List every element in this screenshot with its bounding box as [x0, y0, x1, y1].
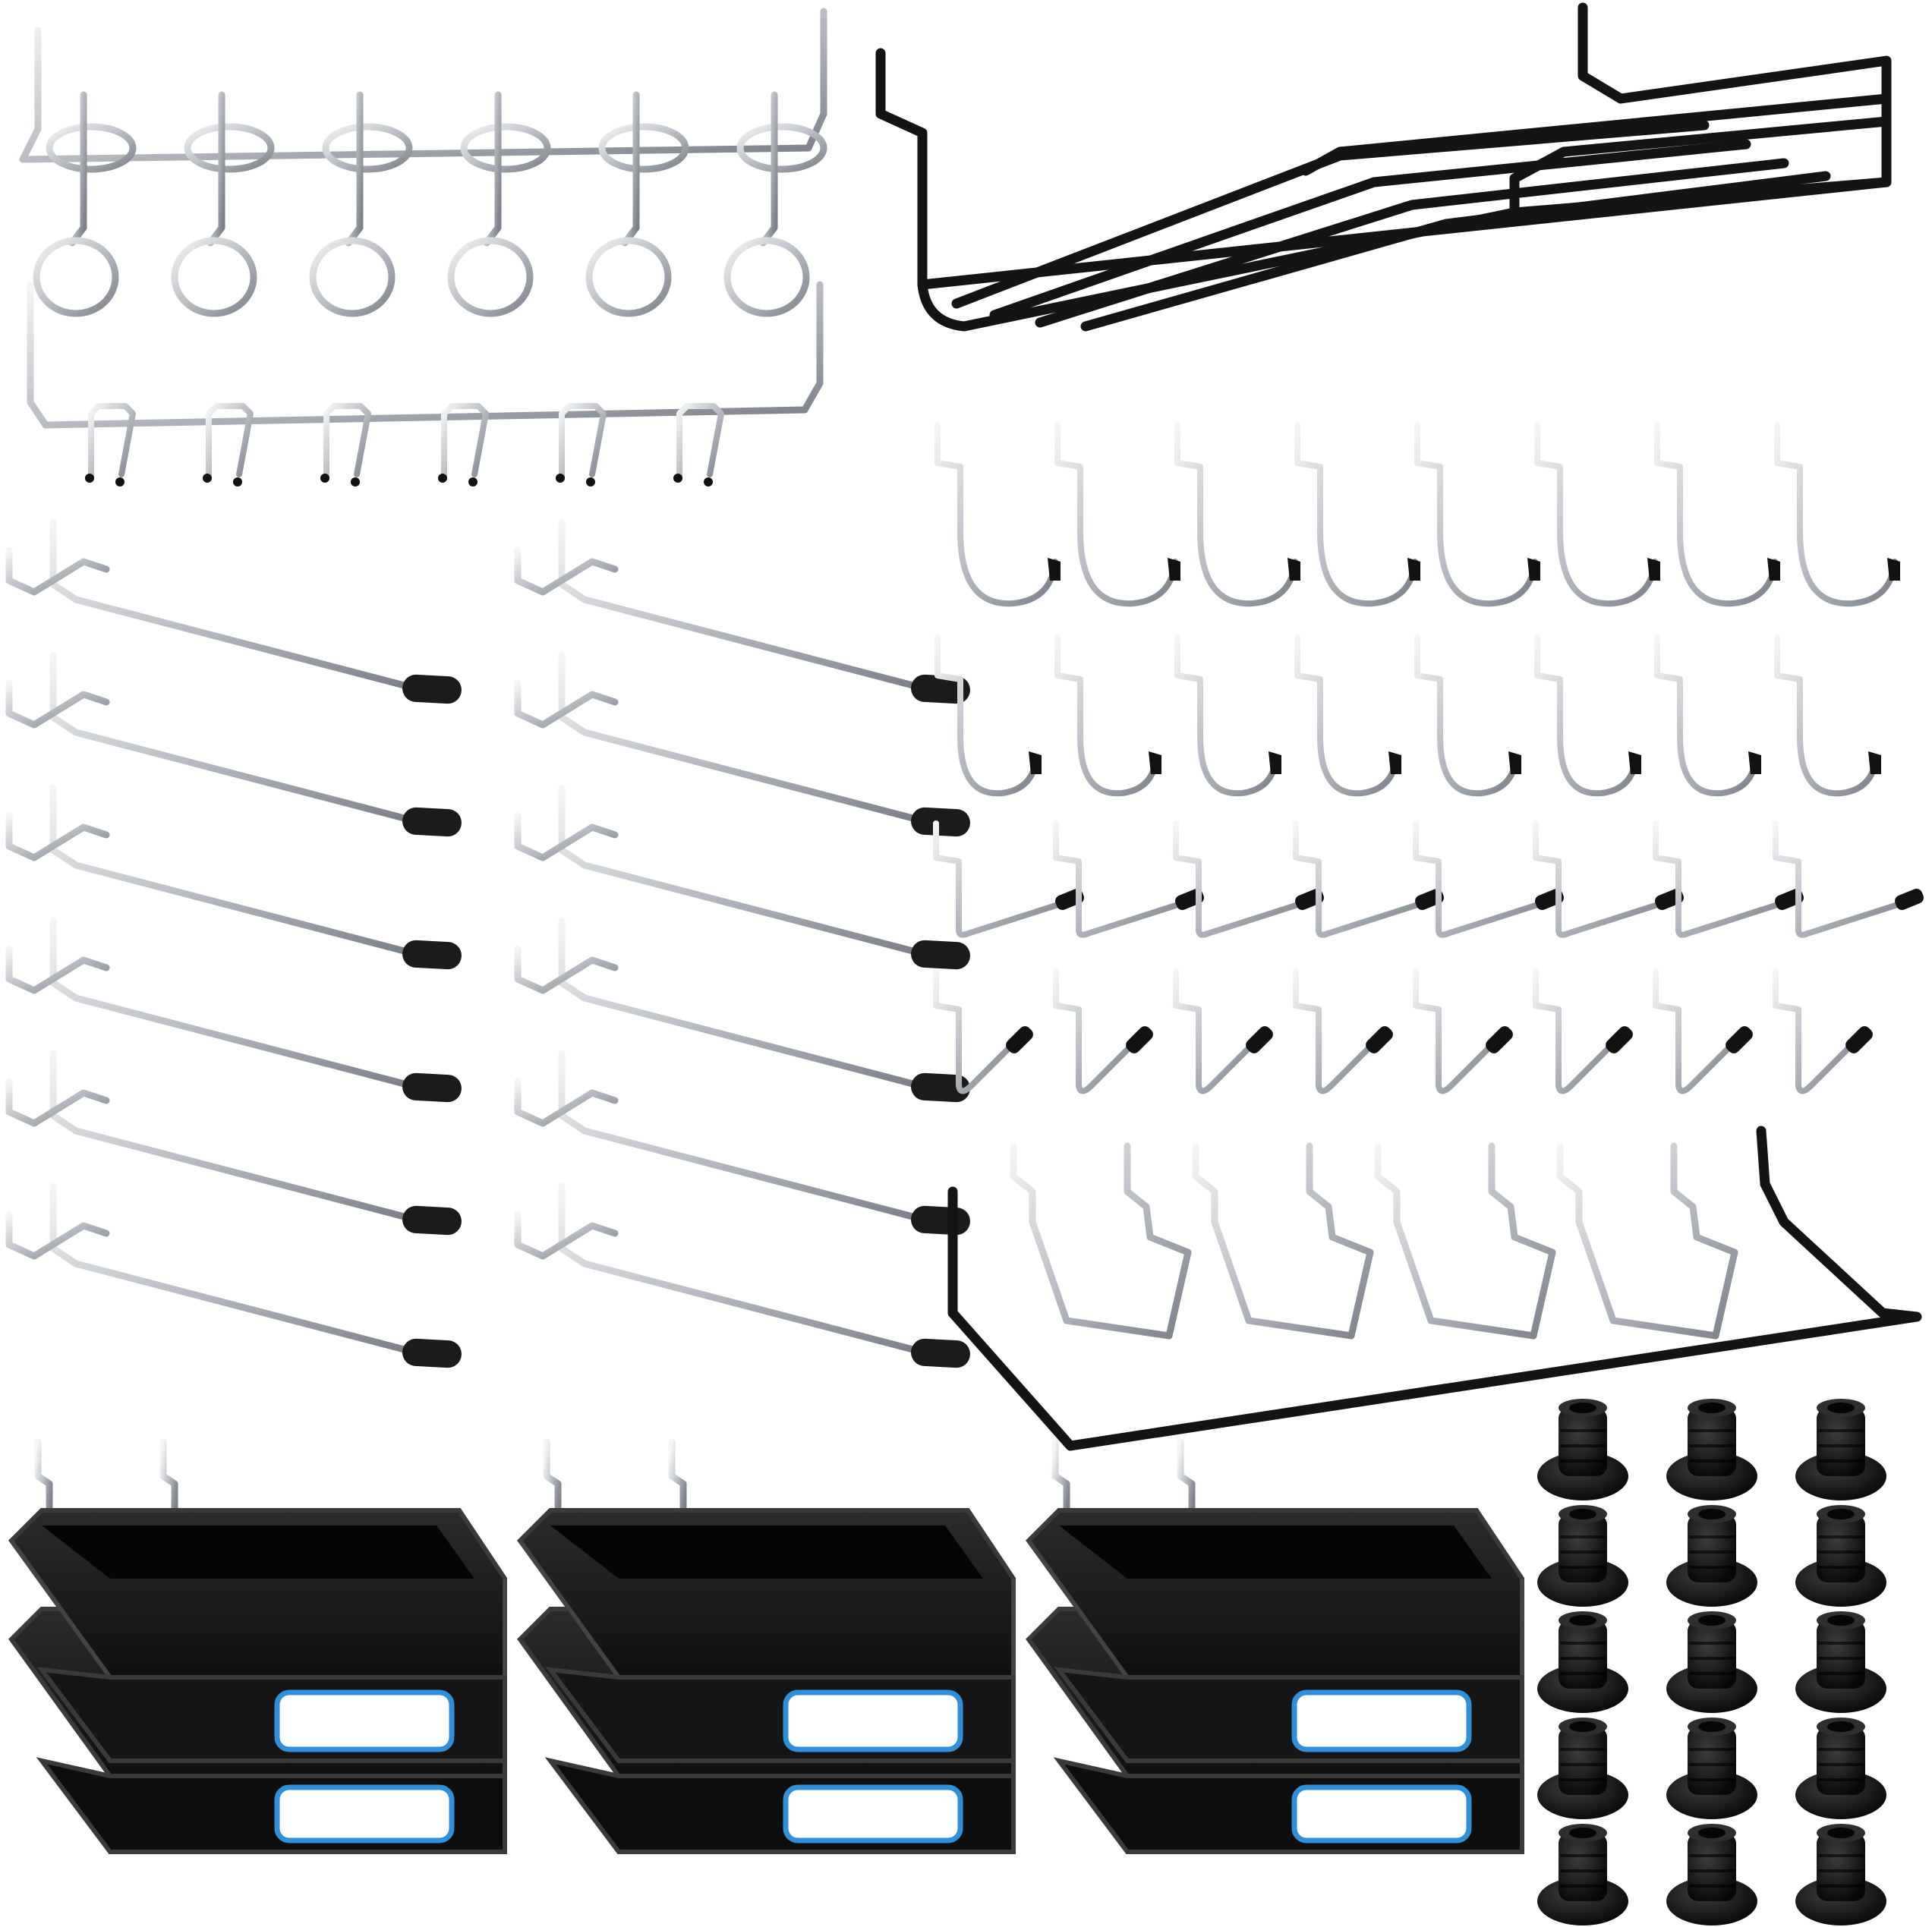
- ring-hook: [171, 91, 275, 317]
- ring-hook: [33, 91, 137, 317]
- ring-hook: [447, 91, 551, 317]
- rubber-stoppers: [1536, 1397, 1888, 1927]
- double-prong: [673, 403, 724, 486]
- prong-hooks: [85, 403, 724, 486]
- ring-hook: [585, 91, 689, 317]
- black-wire-shelf: [875, 2, 1892, 332]
- ring-hook: [309, 91, 413, 317]
- double-prong: [438, 403, 489, 486]
- ring-hook: [723, 91, 827, 317]
- black-rod-hanger: [947, 1126, 1922, 1451]
- double-prong: [556, 403, 607, 486]
- double-prong-rack: [27, 281, 824, 486]
- ring-hooks: [33, 91, 827, 317]
- ring-hook-rack: [19, 8, 827, 317]
- double-prong: [203, 403, 254, 486]
- double-prong: [85, 403, 136, 486]
- double-prong: [320, 403, 371, 486]
